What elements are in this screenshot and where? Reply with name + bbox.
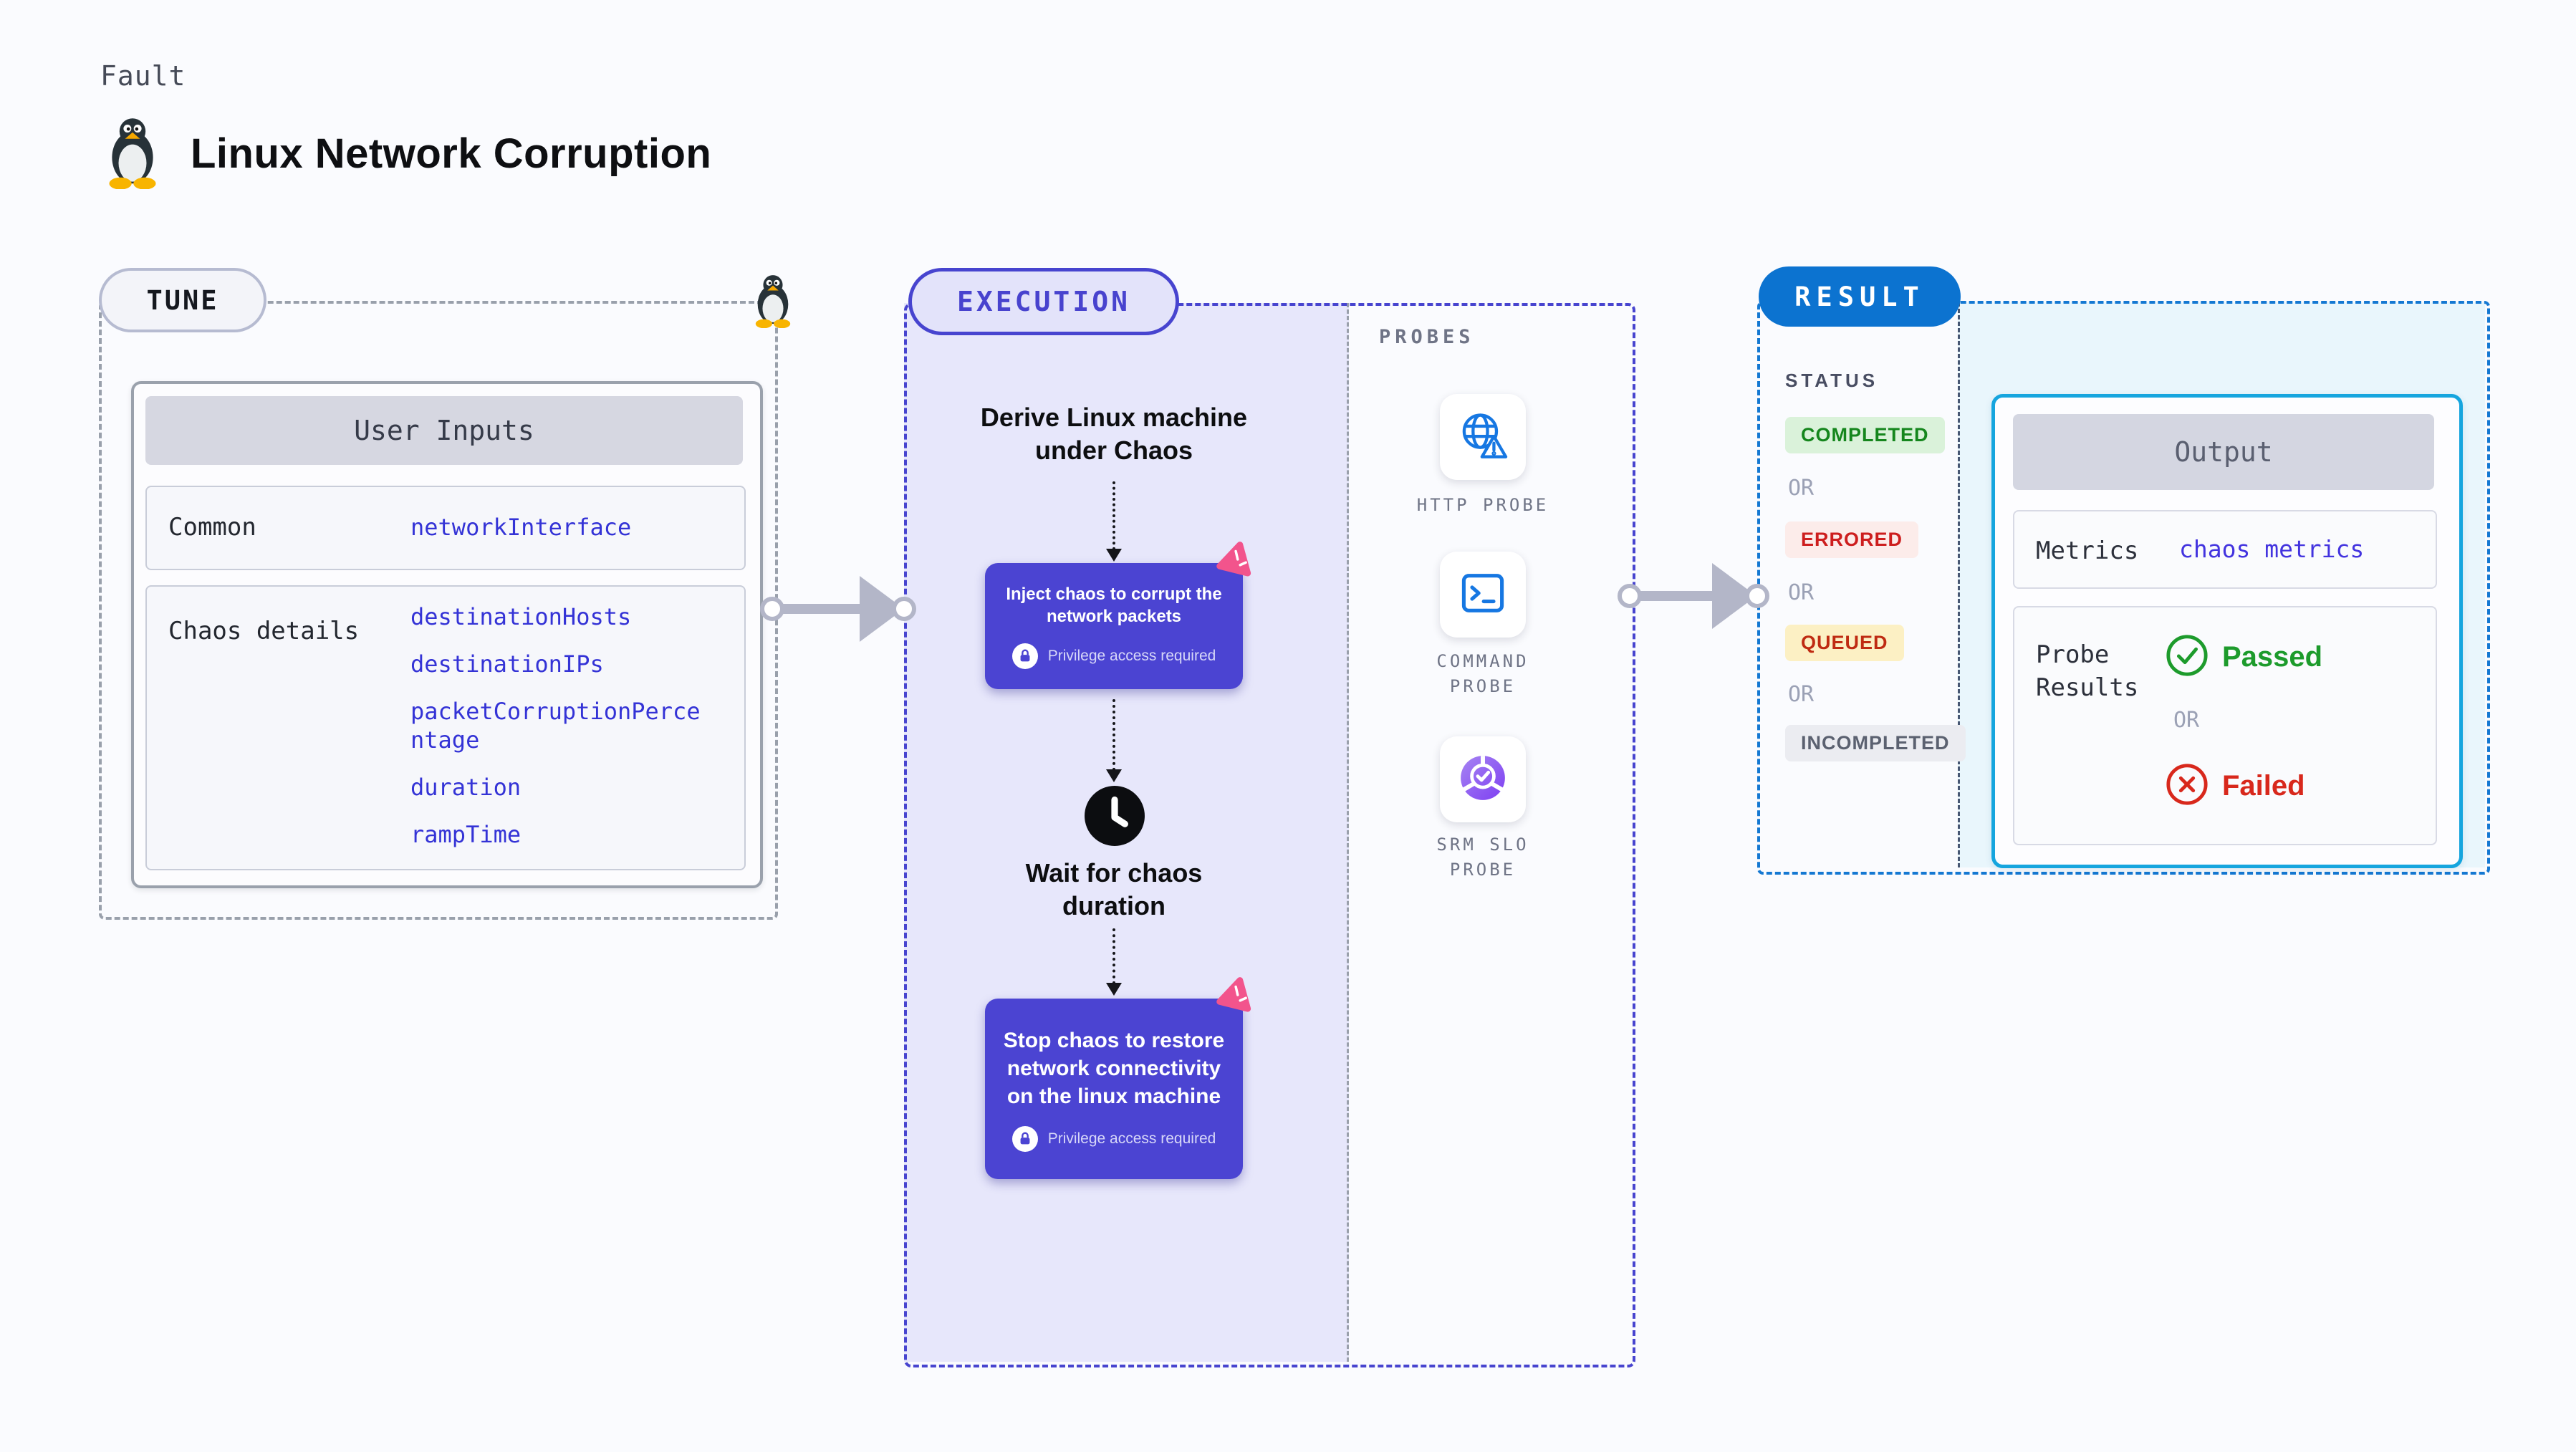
status-badge-incompleted: INCOMPLETED bbox=[1785, 725, 1966, 761]
status-heading: STATUS bbox=[1785, 370, 1879, 391]
or-label: OR bbox=[1788, 682, 1815, 707]
step-stop-chaos-label: Stop chaos to restore network connectivi… bbox=[1003, 1028, 1225, 1108]
status-badge-completed: COMPLETED bbox=[1785, 417, 1945, 453]
step-inject-chaos: Inject chaos to corrupt the network pack… bbox=[985, 563, 1243, 689]
step-wait-duration: Wait for chaos duration bbox=[1025, 858, 1203, 921]
linux-penguin-icon bbox=[100, 115, 165, 193]
probe-label-command: COMMAND PROBE bbox=[1436, 651, 1529, 696]
output-row-metrics: Metrics chaos metrics bbox=[2013, 510, 2437, 589]
globe-alert-icon bbox=[1456, 408, 1510, 466]
failed-label: Failed bbox=[2222, 770, 2305, 802]
linux-penguin-icon bbox=[751, 272, 795, 332]
probe-result-failed: Failed bbox=[2165, 762, 2305, 810]
output-row-probe-results: Probe Results Passed OR Failed bbox=[2013, 606, 2437, 845]
input-value: rampTime bbox=[410, 821, 522, 848]
connector-dot bbox=[760, 597, 784, 621]
execution-badge: EXECUTION bbox=[908, 268, 1179, 335]
input-value: destinationIPs bbox=[410, 650, 604, 678]
step-inject-chaos-label: Inject chaos to corrupt the network pack… bbox=[1006, 584, 1222, 626]
execution-section-box bbox=[904, 303, 1635, 1367]
flow-connector-arrowhead bbox=[1106, 983, 1122, 996]
connector-dot bbox=[1745, 584, 1769, 608]
status-badge-errored: ERRORED bbox=[1785, 521, 1919, 558]
page-title-row: Linux Network Corruption bbox=[100, 115, 711, 193]
chaos-logo-icon bbox=[1216, 974, 1256, 1018]
user-inputs-title: User Inputs bbox=[145, 396, 743, 465]
tune-badge: TUNE bbox=[99, 268, 266, 332]
input-value: destinationHosts bbox=[410, 603, 632, 630]
or-label: OR bbox=[1788, 580, 1815, 605]
probe-results-label: Probe Results bbox=[2036, 640, 2139, 702]
user-input-row-chaos-details: Chaos details destinationHosts destinati… bbox=[145, 585, 746, 870]
x-circle-icon bbox=[2165, 762, 2209, 810]
tune-to-execution-arrow bbox=[777, 604, 865, 614]
terminal-icon bbox=[1456, 567, 1509, 623]
input-values: networkInterface bbox=[410, 513, 706, 542]
output-title: Output bbox=[2013, 414, 2434, 490]
slo-donut-icon bbox=[1456, 751, 1510, 809]
connector-dot bbox=[1618, 584, 1642, 608]
connector-dot bbox=[892, 597, 916, 621]
privilege-note-text: Privilege access required bbox=[1047, 1130, 1216, 1147]
probe-card-srm-slo bbox=[1440, 736, 1526, 822]
probe-card-http bbox=[1440, 394, 1526, 480]
result-badge: RESULT bbox=[1759, 266, 1961, 327]
check-circle-icon bbox=[2165, 633, 2209, 681]
flow-connector-line bbox=[1112, 928, 1115, 984]
input-group-label: Chaos details bbox=[168, 617, 360, 645]
fault-kicker: Fault bbox=[100, 60, 186, 92]
step-derive-machine: Derive Linux machine under Chaos bbox=[980, 403, 1248, 466]
privilege-note: Privilege access required bbox=[1011, 1125, 1216, 1152]
execution-to-result-arrow bbox=[1637, 591, 1723, 601]
privilege-note: Privilege access required bbox=[1011, 643, 1216, 670]
probe-card-command bbox=[1440, 552, 1526, 638]
user-input-row-common: Common networkInterface bbox=[145, 486, 746, 570]
input-value: networkInterface bbox=[410, 514, 632, 541]
flow-connector-line bbox=[1112, 481, 1115, 550]
lock-icon bbox=[1011, 1125, 1038, 1152]
probe-result-passed: Passed bbox=[2165, 633, 2322, 681]
flow-connector-arrowhead bbox=[1106, 549, 1122, 562]
probe-label-http: HTTP PROBE bbox=[1416, 495, 1549, 515]
clock-icon bbox=[1084, 785, 1145, 850]
metrics-value: chaos metrics bbox=[2179, 535, 2365, 563]
probe-label-srm-slo: SRM SLO PROBE bbox=[1436, 835, 1529, 880]
page-title: Linux Network Corruption bbox=[191, 130, 712, 177]
chaos-logo-icon bbox=[1216, 539, 1256, 582]
privilege-note-text: Privilege access required bbox=[1047, 648, 1216, 665]
metrics-label: Metrics bbox=[2036, 537, 2139, 565]
passed-label: Passed bbox=[2222, 641, 2323, 673]
input-values: destinationHosts destinationIPs packetCo… bbox=[410, 602, 706, 849]
or-label: OR bbox=[2173, 708, 2200, 733]
flow-connector-arrowhead bbox=[1106, 769, 1122, 782]
input-group-label: Common bbox=[168, 513, 256, 542]
flow-connector-line bbox=[1112, 699, 1115, 771]
probes-section-label: PROBES bbox=[1379, 326, 1475, 348]
lock-icon bbox=[1011, 643, 1038, 670]
step-stop-chaos: Stop chaos to restore network connectivi… bbox=[985, 999, 1243, 1179]
or-label: OR bbox=[1788, 476, 1815, 501]
input-value: duration bbox=[410, 774, 522, 801]
status-badge-queued: QUEUED bbox=[1785, 625, 1904, 661]
input-value: packetCorruptionPercentage bbox=[410, 698, 701, 754]
